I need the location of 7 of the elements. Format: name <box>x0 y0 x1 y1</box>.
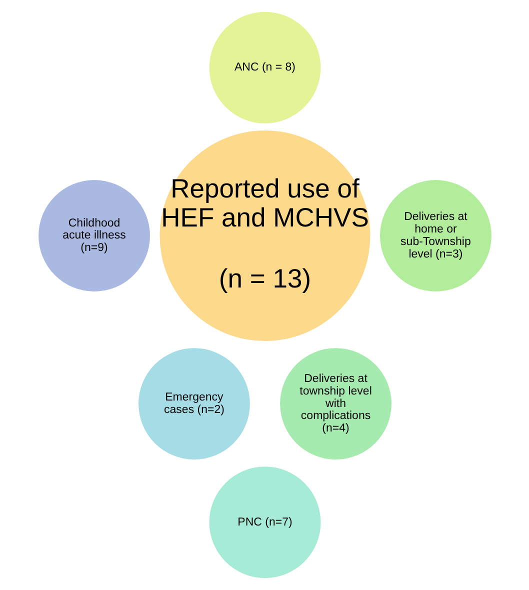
node-circle: Deliveries at township level with complications (n=4) <box>280 348 391 460</box>
node-circle: PNC (n=7) <box>208 466 320 578</box>
node-circle: Deliveries at home or sub-Township level (n=3) <box>380 180 491 292</box>
node-circle: Reported use of HEF and MCHVS (n = 13) <box>159 130 370 341</box>
node-circle: ANC (n = 8) <box>208 12 320 124</box>
node-circle: Emergency cases (n=2) <box>138 348 250 460</box>
node-circle: Childhood acute illness (n=9) <box>38 180 150 292</box>
